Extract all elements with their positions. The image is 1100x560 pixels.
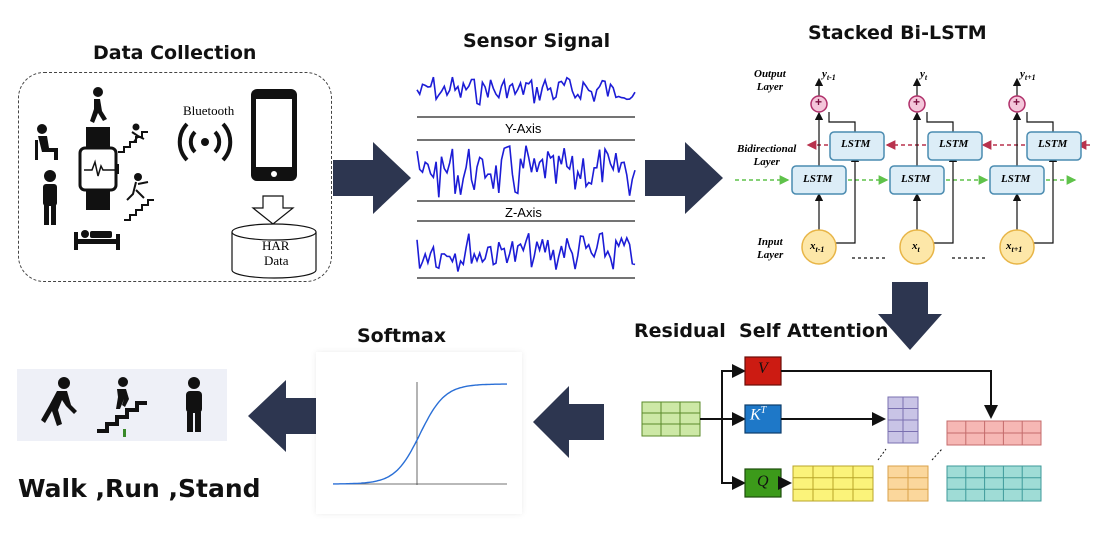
input-node	[899, 229, 935, 265]
smartwatch-icon	[78, 127, 119, 210]
sum-node	[1008, 95, 1026, 113]
output-y-t-minus-1: yt-1	[822, 68, 836, 83]
value-output-matrix	[946, 420, 1042, 446]
walking-icon	[41, 377, 77, 426]
lstm-label: LSTM	[939, 138, 969, 150]
attention-output-matrix	[946, 465, 1042, 502]
bilstm-diagram	[735, 77, 1090, 265]
output-y-t-plus-1: yt+1	[1020, 68, 1036, 83]
arrow-to-softmax-shape	[533, 386, 604, 458]
bilstm-column	[814, 77, 860, 244]
key-box	[744, 404, 782, 434]
arrow-to-result	[248, 380, 328, 452]
sum-symbol: +	[1013, 95, 1021, 109]
attention-score-matrix	[887, 465, 929, 502]
sitting-person-icon	[35, 124, 58, 160]
sum-symbol: +	[913, 95, 921, 109]
bluetooth-label: Bluetooth	[183, 103, 235, 118]
input-node	[801, 229, 837, 265]
key-label: KT	[750, 405, 767, 424]
arrow-to-sensor	[333, 142, 411, 214]
x-axis-signal	[416, 76, 636, 106]
bilstm-column	[1012, 77, 1058, 244]
lstm-label: LSTM	[803, 173, 833, 185]
forward-lstm-cell	[989, 165, 1045, 195]
backward-lstm-cell	[829, 131, 885, 161]
sum-symbol: +	[815, 95, 823, 109]
output-y-t: yt	[920, 68, 928, 83]
y-axis-label: Y-Axis	[505, 121, 542, 136]
sigmoid-curve	[333, 383, 507, 485]
sum-node	[810, 95, 828, 113]
input-matrix	[641, 401, 701, 437]
input-node	[999, 229, 1035, 265]
softmax-curve-plot	[333, 382, 507, 485]
data-collection-graphic	[35, 87, 317, 279]
bilstm-column	[912, 77, 958, 244]
backward-lstm-cell	[1026, 131, 1082, 161]
input-x-t-plus-1: xt+1	[1006, 240, 1023, 255]
arrow-to-attention	[878, 282, 942, 350]
z-axis-signal	[416, 231, 636, 272]
key-transpose-matrix	[887, 396, 919, 444]
stairs-running-icon	[124, 173, 154, 221]
lstm-label: LSTM	[901, 173, 931, 185]
lstm-label: LSTM	[841, 138, 871, 150]
query-label: Q	[757, 473, 769, 490]
walking-person-icon	[90, 87, 107, 123]
sum-node	[908, 95, 926, 113]
data-collection-title: Data Collection	[93, 42, 257, 64]
input-x-t: xt	[912, 240, 920, 255]
smartphone-icon	[251, 89, 297, 181]
value-label: V	[758, 360, 768, 377]
stacked-bilstm-title: Stacked Bi-LSTM	[808, 22, 987, 44]
lstm-label: LSTM	[1001, 173, 1031, 185]
residual-self-attention-title: Residual Self Attention	[634, 320, 889, 342]
forward-lstm-cell	[889, 165, 945, 195]
har-data-label-line2: Data	[264, 253, 289, 268]
standing-person-icon	[43, 170, 57, 225]
arrow-to-bilstm	[645, 142, 723, 214]
z-axis-label: Z-Axis	[505, 205, 542, 220]
down-arrow-icon	[251, 195, 295, 225]
sensor-signal-graphic	[416, 76, 636, 279]
standing-icon	[186, 377, 202, 432]
data-collection-panel	[18, 72, 332, 282]
input-x-t-minus-1: xt-1	[810, 240, 825, 255]
query-matrix	[792, 465, 874, 502]
y-axis-signal	[416, 145, 636, 198]
forward-lstm-cell	[791, 165, 847, 195]
har-database-icon	[231, 223, 317, 279]
softmax-title: Softmax	[357, 325, 446, 347]
stairs-running-icon	[97, 377, 147, 437]
lying-person-icon	[74, 230, 120, 250]
activity-icons	[41, 377, 202, 437]
bluetooth-signal-icon	[177, 122, 233, 162]
stairs-climbing-icon	[118, 123, 148, 153]
sensor-signal-title: Sensor Signal	[463, 30, 611, 52]
softmax-panel	[316, 352, 522, 514]
backward-lstm-cell	[927, 131, 983, 161]
lstm-label: LSTM	[1038, 138, 1068, 150]
predicted-activities-label: Walk ,Run ,Stand	[18, 474, 261, 503]
self-attention-diagram	[641, 356, 1042, 502]
har-data-label-line1: HAR	[262, 238, 290, 253]
query-box	[744, 468, 782, 498]
